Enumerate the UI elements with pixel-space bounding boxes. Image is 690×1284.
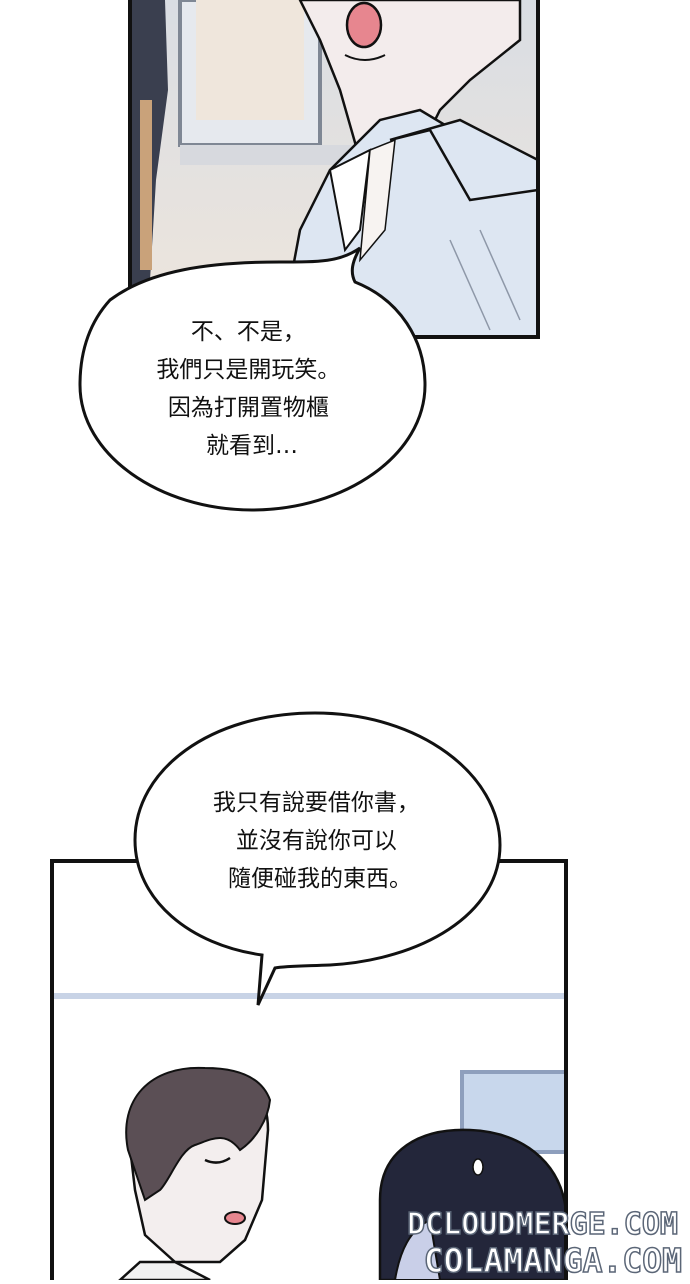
top-bubble-line-2: 我們只是開玩笑。	[156, 357, 340, 383]
bottom-speech-bubble: 我只有說要借你書， 並沒有說你可以 隨便碰我的東西。	[133, 711, 502, 1006]
window-pane	[196, 0, 304, 120]
top-bubble-line-3: 因為打開置物櫃	[168, 395, 329, 421]
character-mouth	[345, 1, 383, 49]
bottom-bubble-text: 我只有說要借你書， 並沒有說你可以 隨便碰我的東西。	[213, 790, 427, 892]
shirt-collar-right	[389, 118, 538, 202]
watermark-line-1: DCLOUDMERGE.COM	[407, 1207, 678, 1242]
bottom-bubble-line-2: 並沒有說你可以	[236, 828, 397, 854]
top-bubble-line-1: 不、不是，	[191, 319, 306, 345]
shirt-collar-left	[328, 148, 372, 253]
top-bubble-line-4: 就看到…	[206, 433, 298, 459]
top-speech-bubble: 不、不是， 我們只是開玩笑。 因為打開置物櫃 就看到…	[78, 246, 427, 512]
watermark-line-2: COLAMANGA.COM	[424, 1241, 682, 1280]
wall-rail	[52, 993, 566, 999]
top-bubble-text: 不、不是， 我們只是開玩笑。 因為打開置物櫃 就看到…	[156, 319, 347, 459]
watermark: DCLOUDMERGE.COM COLAMANGA.COM	[406, 1206, 682, 1281]
bottom-bubble-line-3: 隨便碰我的東西。	[228, 866, 412, 892]
boy-mouth	[224, 1211, 246, 1225]
boy-collar	[118, 1260, 211, 1280]
bottom-bubble-line-1: 我只有說要借你書，	[213, 790, 420, 816]
boy-hair	[125, 1066, 272, 1202]
